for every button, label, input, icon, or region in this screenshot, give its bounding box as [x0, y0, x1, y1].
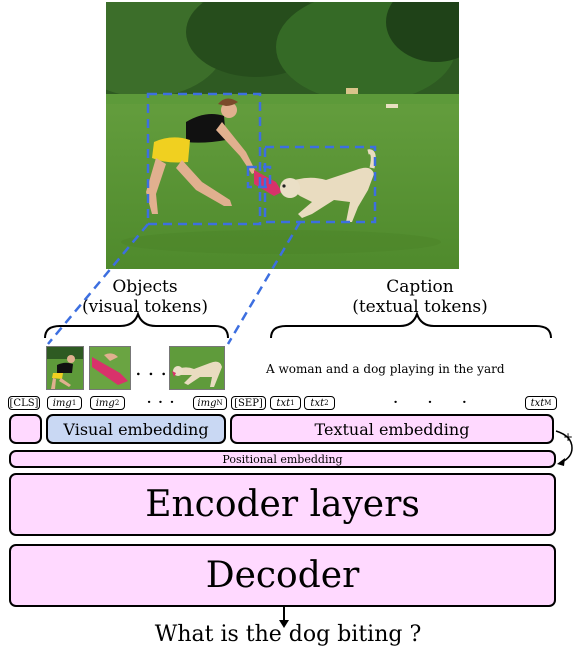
- decoder-box: Decoder: [9, 544, 556, 607]
- token-txtM-sub: M: [544, 399, 552, 407]
- encoder-layers-box: Encoder layers: [9, 473, 556, 536]
- objects-label-line1: Objects: [112, 277, 178, 297]
- token-txt1-text: txt: [276, 397, 291, 409]
- toy-thumbnail-icon: [90, 347, 130, 389]
- token-dots-visual: · · ·: [146, 392, 175, 413]
- cls-embedding-box: [9, 414, 42, 444]
- thumbnail-woman: [46, 346, 84, 390]
- woman-thumbnail-icon: [47, 347, 83, 389]
- objects-brace: [44, 310, 229, 339]
- token-txt2-sub: 2: [324, 399, 329, 407]
- token-img1-text: img: [52, 397, 72, 409]
- token-sep: [SEP]: [231, 396, 266, 410]
- encoder-layers-label: Encoder layers: [145, 484, 420, 525]
- objects-label-line2: (visual tokens): [81, 297, 209, 317]
- visual-embedding-box: Visual embedding: [46, 414, 226, 444]
- caption-label-line1: Caption: [386, 277, 454, 297]
- plus-sign: +: [563, 430, 574, 444]
- plus-arrow-head: [557, 458, 565, 466]
- textual-embedding-label: Textual embedding: [314, 419, 470, 439]
- input-photo: [106, 2, 459, 269]
- decoder-label: Decoder: [205, 555, 360, 596]
- token-txt2-text: txt: [310, 397, 325, 409]
- token-dots-text: · · ·: [392, 392, 468, 413]
- textual-embedding-box: Textual embedding: [230, 414, 554, 444]
- caption-label: Caption (textual tokens): [330, 277, 510, 317]
- token-imgN-text: img: [197, 397, 217, 409]
- visual-embedding-label: Visual embedding: [63, 419, 209, 439]
- objects-label: Objects (visual tokens): [60, 277, 230, 317]
- dog-thumbnail-icon: [170, 347, 224, 389]
- thumbnail-dog: [169, 346, 225, 390]
- photo-woman-dog-icon: [106, 2, 459, 269]
- caption-label-line2: (textual tokens): [352, 297, 488, 317]
- question-text: What is the dog biting ?: [154, 622, 422, 647]
- caption-text: A woman and a dog playing in the yard: [266, 362, 505, 376]
- positional-embedding-box: Positional embedding: [9, 450, 556, 468]
- positional-embedding-label: Positional embedding: [222, 452, 343, 466]
- thumbnail-toy: [89, 346, 131, 390]
- token-img2-sub: 2: [114, 399, 120, 407]
- thumbnail-dots: . . .: [135, 356, 167, 380]
- token-imgN-sub: N: [216, 399, 223, 407]
- token-img1-sub: 1: [71, 399, 77, 407]
- token-txt1-sub: 1: [290, 399, 295, 407]
- token-img2-text: img: [95, 397, 115, 409]
- token-txtM-text: txt: [530, 397, 545, 409]
- caption-brace: [270, 310, 552, 339]
- token-cls: [CLS]: [8, 396, 40, 410]
